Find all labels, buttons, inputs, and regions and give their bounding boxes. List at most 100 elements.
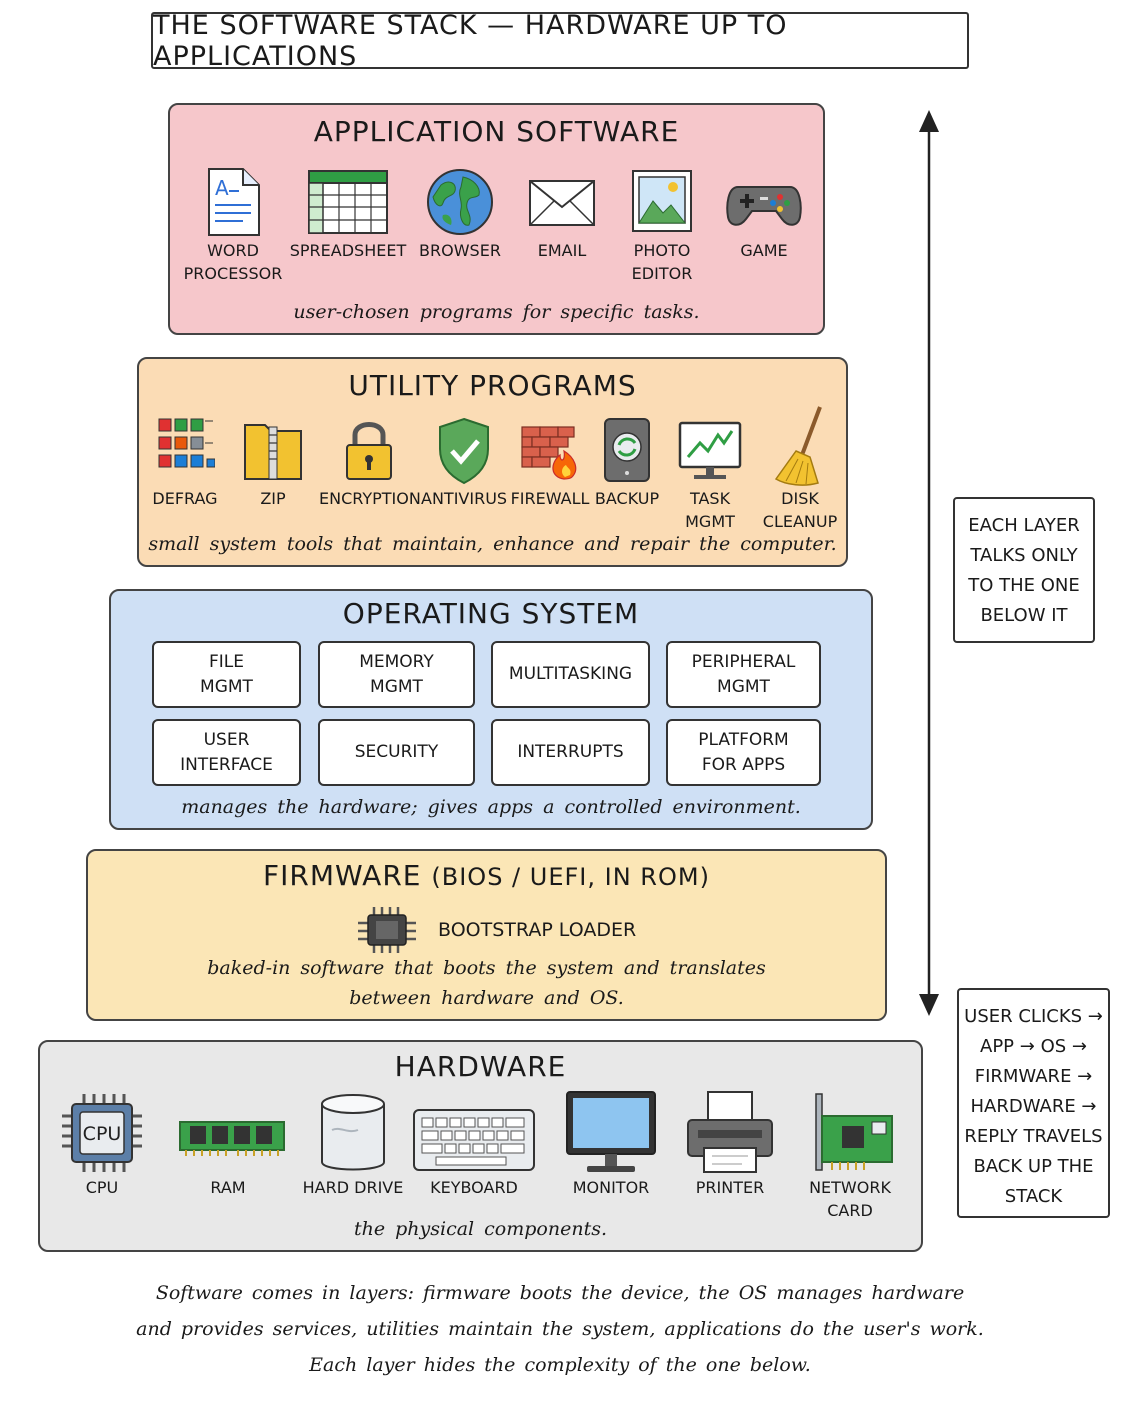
hardware-item-network-card: NETWORK CARD <box>784 1090 916 1222</box>
os-box-label: USER <box>203 729 250 750</box>
item-label: PRINTER <box>695 1178 765 1197</box>
item-label: NETWORK CARD <box>809 1178 891 1220</box>
os-box-label: INTERRUPTS <box>517 742 624 762</box>
item-label: PHOTO <box>633 241 691 260</box>
layer-title: HARDWARE <box>394 1050 567 1083</box>
layer-title: FIRMWARE (BIOS / UEFI, IN ROM) <box>88 859 885 892</box>
item-label: WORD <box>207 241 259 260</box>
note-line: STACK <box>1004 1186 1063 1207</box>
footer-line: Each layer hides the complexity of the o… <box>309 1354 811 1376</box>
envelope-icon <box>529 180 595 226</box>
footer-summary: Software comes in layers: firmware boots… <box>60 1275 1060 1383</box>
brick-fire-icon <box>521 426 577 480</box>
app-item-email: EMAIL <box>512 165 612 262</box>
utility-item-backup: BACKUP <box>591 415 663 510</box>
zip-folder-icon <box>244 424 302 480</box>
layer-talk-note: EACH LAYER TALKS ONLY TO THE ONE BELOW I… <box>953 497 1095 643</box>
padlock-icon <box>346 422 392 480</box>
spreadsheet-icon <box>308 170 388 234</box>
os-box-label: PERIPHERAL <box>691 651 796 672</box>
utility-item-encryption: ENCRYPTION <box>319 415 421 510</box>
note-line: APP → OS → <box>980 1036 1087 1057</box>
utility-item-zip: ZIP <box>233 415 313 510</box>
layer-caption: small system tools that maintain, enhanc… <box>148 533 837 555</box>
item-label: EMAIL <box>537 241 587 260</box>
layer-title: OPERATING SYSTEM <box>342 597 640 630</box>
cpu-chip-text: CPU <box>83 1123 122 1145</box>
item-label: CPU <box>85 1178 119 1197</box>
item-label: KEYBOARD <box>430 1178 518 1197</box>
item-label: ENCRYPTION <box>319 489 421 508</box>
item-label: GAME <box>740 241 788 260</box>
item-label: ZIP <box>260 489 286 508</box>
os-box-label: SECURITY <box>354 742 439 762</box>
diagram-title: THE SOFTWARE STACK — HARDWARE UP TO APPL… <box>151 10 969 72</box>
item-label: DISK CLEANUP <box>762 489 838 531</box>
network-card-icon <box>815 1093 893 1171</box>
firmware-layer: FIRMWARE (BIOS / UEFI, IN ROM) BOOTSTRAP… <box>86 849 887 1021</box>
document-icon: A <box>208 168 260 236</box>
os-box-memory-mgmt: MEMORY MGMT <box>318 641 475 708</box>
utility-programs-layer: UTILITY PROGRAMS DEFRAG ZIP ENCRYPTION <box>137 357 848 567</box>
layer-caption: manages the hardware; gives apps a contr… <box>181 796 801 818</box>
layer-title: APPLICATION SOFTWARE <box>313 115 680 148</box>
utility-item-disk-cleanup: DISK CLEANUP <box>755 405 845 533</box>
item-label: TASK MGMT <box>685 489 735 531</box>
note-line: BELOW IT <box>980 605 1068 626</box>
note-line: EACH LAYER <box>968 515 1080 536</box>
os-box-label: MEMORY <box>359 651 434 672</box>
utility-item-firewall: FIREWALL <box>509 415 591 510</box>
monitor-icon <box>566 1091 656 1172</box>
bootstrap-loader-label: BOOTSTRAP LOADER <box>438 919 637 941</box>
os-box-security: SECURITY <box>318 719 475 786</box>
hardware-item-hard-drive: HARD DRIVE <box>298 1090 408 1199</box>
item-label: DEFRAG <box>152 489 218 508</box>
app-item-game: GAME <box>712 165 816 262</box>
layer-title: UTILITY PROGRAMS <box>348 369 637 402</box>
item-label: EDITOR <box>631 264 693 283</box>
layer-caption: the physical components. <box>353 1218 608 1240</box>
layer-caption: baked-in software that boots the system … <box>207 957 766 979</box>
request-flow-note: USER CLICKS → APP → OS → FIRMWARE → HARD… <box>957 988 1110 1218</box>
item-label: RAM <box>210 1178 246 1197</box>
hardware-item-monitor: MONITOR <box>556 1090 666 1199</box>
blocks-icon <box>158 418 215 468</box>
hardware-layer: HARDWARE CPU CPU RAM HARD DR <box>38 1040 923 1252</box>
svg-text:A: A <box>215 176 229 200</box>
double-arrow-icon <box>919 110 939 1016</box>
firmware-title-suffix: (BIOS / UEFI, IN ROM) <box>431 863 710 891</box>
note-line: USER CLICKS → <box>964 1006 1103 1027</box>
os-box-label: MGMT <box>717 676 770 697</box>
printer-icon <box>687 1091 773 1173</box>
item-label: BACKUP <box>594 489 660 508</box>
bootstrap-loader-item: BOOTSTRAP LOADER <box>356 905 636 955</box>
shield-icon <box>439 417 489 485</box>
app-item-browser: BROWSER <box>408 165 512 262</box>
hardware-item-printer: PRINTER <box>680 1090 780 1199</box>
os-box-label: PLATFORM <box>698 729 789 750</box>
item-label: HARD DRIVE <box>302 1178 404 1197</box>
note-line: HARDWARE → <box>970 1096 1097 1117</box>
app-item-spreadsheet: SPREADSHEET <box>288 165 408 262</box>
monitor-graph-icon <box>678 421 742 479</box>
item-label: FIREWALL <box>510 489 590 508</box>
os-box-file-mgmt: FILE MGMT <box>152 641 301 708</box>
keyboard-icon <box>413 1109 535 1171</box>
photo-icon <box>632 170 692 232</box>
item-label: ANTIVIRUS <box>421 489 508 508</box>
hardware-item-keyboard: KEYBOARD <box>412 1090 536 1199</box>
application-software-layer: APPLICATION SOFTWARE A WORD PROCESSOR SP… <box>168 103 825 335</box>
firmware-title: FIRMWARE <box>263 859 422 892</box>
item-label: MONITOR <box>572 1178 650 1197</box>
os-box-label: MGMT <box>370 676 423 697</box>
cpu-icon: CPU <box>62 1094 142 1172</box>
os-box-label: MGMT <box>200 676 253 697</box>
globe-icon <box>427 169 493 235</box>
item-label: BROWSER <box>419 241 501 260</box>
backup-drive-icon <box>604 418 650 482</box>
os-box-label: FILE <box>208 651 244 672</box>
note-line: BACK UP THE <box>973 1156 1094 1177</box>
